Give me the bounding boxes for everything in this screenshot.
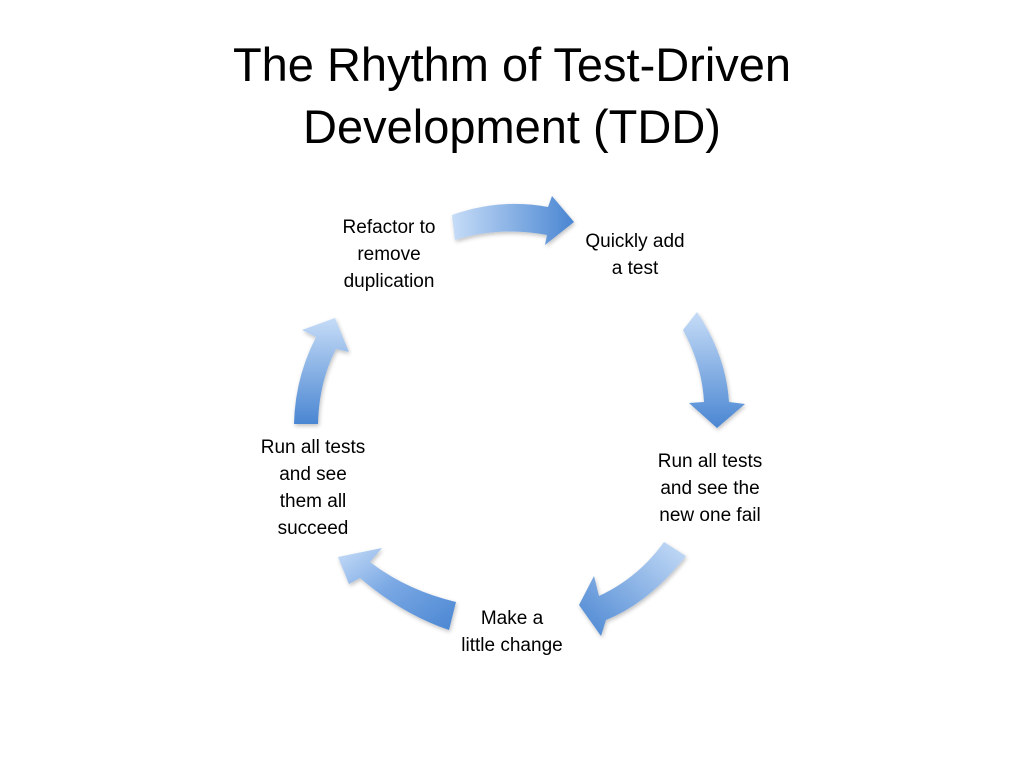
step-label-line: succeed [277, 518, 349, 539]
step-label-line: new one fail [659, 505, 761, 526]
curved-arrow-icon [452, 196, 574, 245]
page-title-line-1: The Rhythm of Test-Driven [232, 38, 792, 91]
step-label-line: them all [279, 491, 347, 512]
step-label-line: remove [357, 244, 421, 265]
step-label-make-change: Make a little change [448, 605, 576, 659]
step-label-line: and see [279, 464, 347, 485]
step-label-see-succeed: Run all tests and see them all succeed [246, 434, 380, 542]
step-label-line: little change [461, 635, 563, 656]
step-label-add-test: Quickly add a test [573, 228, 697, 282]
step-label-line: Run all tests [260, 437, 366, 458]
curved-arrow-icon [579, 542, 686, 636]
step-label-line: Make a [480, 608, 544, 629]
curved-arrow-icon [683, 312, 745, 428]
curved-arrow-icon [338, 548, 456, 630]
step-label-line: Run all tests [657, 451, 763, 472]
step-label-line: duplication [343, 271, 435, 292]
step-label-line: Quickly add [585, 231, 685, 252]
step-label-line: and see the [660, 478, 760, 499]
page-title: The Rhythm of Test-Driven Development (T… [112, 34, 912, 158]
step-label-line: Refactor to [342, 217, 436, 238]
curved-arrow-icon [294, 318, 349, 424]
step-label-line: a test [611, 258, 659, 279]
step-label-see-fail: Run all tests and see the new one fail [643, 448, 777, 529]
page-title-line-2: Development (TDD) [303, 100, 721, 153]
step-label-refactor: Refactor to remove duplication [326, 214, 452, 295]
